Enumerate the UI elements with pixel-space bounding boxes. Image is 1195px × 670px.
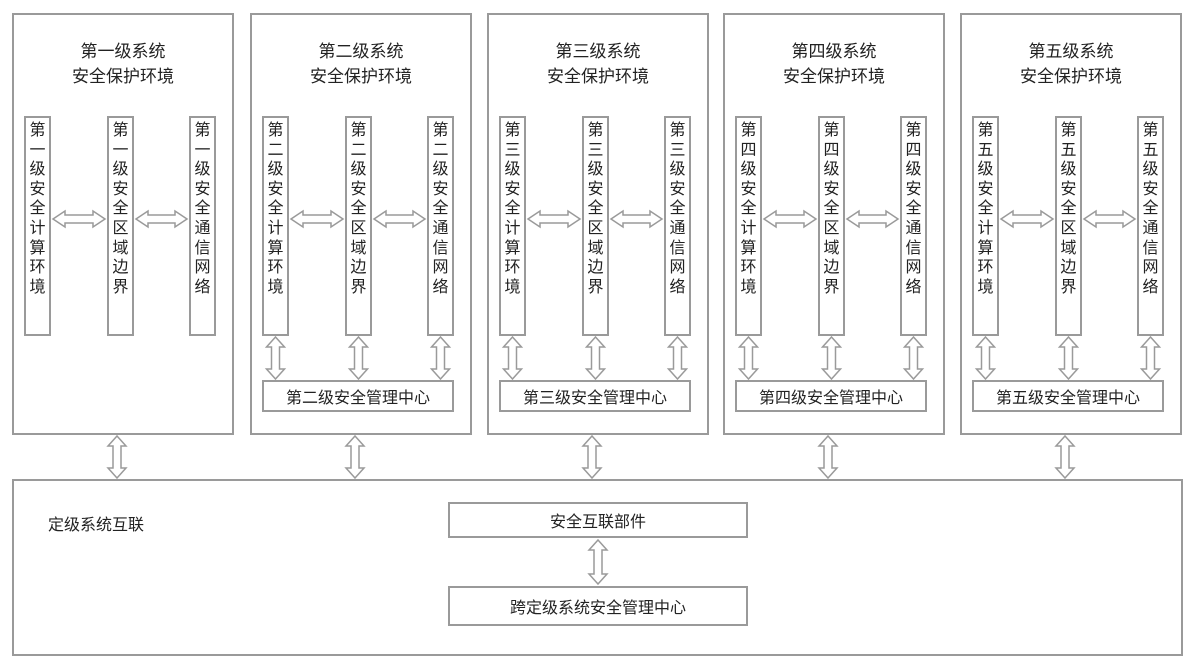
bidirectional-arrow-to-interconnect <box>106 434 128 480</box>
communication-network-bar: 第五级安全通信网络 <box>1137 116 1164 336</box>
panel-title-line2: 安全保护环境 <box>1020 67 1122 87</box>
panel-title-line2: 安全保护环境 <box>310 67 412 87</box>
bidirectional-arrow-to-mgmt <box>264 335 287 381</box>
security-management-center: 第四级安全管理中心 <box>735 380 927 412</box>
bidirectional-arrow-to-mgmt <box>347 335 370 381</box>
compute-environment-bar: 第二级安全计算环境 <box>262 116 289 336</box>
compute-environment-bar: 第一级安全计算环境 <box>24 116 51 336</box>
bidirectional-arrow-to-mgmt <box>737 335 760 381</box>
security-management-center: 第五级安全管理中心 <box>972 380 1164 412</box>
panel-title-line2: 安全保护环境 <box>72 67 174 87</box>
bidirectional-arrow-to-mgmt <box>501 335 524 381</box>
bidirectional-arrow-compute-boundary <box>762 209 818 229</box>
panel-title-line2: 安全保护环境 <box>783 67 885 87</box>
bidirectional-arrow-to-mgmt <box>820 335 843 381</box>
bidirectional-arrow-compute-boundary <box>526 209 582 229</box>
bidirectional-arrow-boundary-network <box>1082 209 1137 229</box>
communication-network-bar: 第二级安全通信网络 <box>427 116 454 336</box>
bidirectional-arrow-to-mgmt <box>584 335 607 381</box>
bidirectional-arrow-boundary-network <box>372 209 427 229</box>
communication-network-bar: 第三级安全通信网络 <box>664 116 691 336</box>
compute-environment-bar: 第五级安全计算环境 <box>972 116 999 336</box>
bidirectional-arrow-compute-boundary <box>999 209 1055 229</box>
bidirectional-arrow-to-interconnect <box>581 434 603 480</box>
compute-environment-bar: 第四级安全计算环境 <box>735 116 762 336</box>
communication-network-bar: 第四级安全通信网络 <box>900 116 927 336</box>
compute-environment-bar: 第三级安全计算环境 <box>499 116 526 336</box>
region-boundary-bar: 第四级安全区域边界 <box>818 116 845 336</box>
panel-title-line1: 第五级系统 <box>1028 42 1114 62</box>
security-management-center: 第二级安全管理中心 <box>262 380 454 412</box>
bidirectional-arrow-to-mgmt <box>1139 335 1162 381</box>
bidirectional-arrow-compute-boundary <box>289 209 345 229</box>
bidirectional-arrow-boundary-network <box>845 209 900 229</box>
bidirectional-arrow-component-to-cross-mgmt <box>587 538 609 586</box>
region-boundary-bar: 第三级安全区域边界 <box>582 116 609 336</box>
interconnect-label: 定级系统互联 <box>48 515 145 534</box>
region-boundary-bar: 第五级安全区域边界 <box>1055 116 1082 336</box>
panel-title-line1: 第二级系统 <box>318 42 404 62</box>
bidirectional-arrow-boundary-network <box>134 209 189 229</box>
bidirectional-arrow-to-mgmt <box>429 335 452 381</box>
bidirectional-arrow-to-interconnect <box>1054 434 1076 480</box>
security-management-center: 第三级安全管理中心 <box>499 380 691 412</box>
panel-title-line1: 第三级系统 <box>555 42 641 62</box>
bidirectional-arrow-to-interconnect <box>817 434 839 480</box>
panel-title-line2: 安全保护环境 <box>547 67 649 87</box>
bidirectional-arrow-to-interconnect <box>344 434 366 480</box>
region-boundary-bar: 第一级安全区域边界 <box>107 116 134 336</box>
bidirectional-arrow-boundary-network <box>609 209 664 229</box>
region-boundary-bar: 第二级安全区域边界 <box>345 116 372 336</box>
bidirectional-arrow-to-mgmt <box>902 335 925 381</box>
cross-system-management-center: 跨定级系统安全管理中心 <box>448 586 748 626</box>
bidirectional-arrow-to-mgmt <box>666 335 689 381</box>
panel-title-line1: 第四级系统 <box>791 42 877 62</box>
bidirectional-arrow-to-mgmt <box>974 335 997 381</box>
panel-title-line1: 第一级系统 <box>80 42 166 62</box>
bidirectional-arrow-compute-boundary <box>51 209 107 229</box>
security-interconnect-component: 安全互联部件 <box>448 502 748 538</box>
communication-network-bar: 第一级安全通信网络 <box>189 116 216 336</box>
bidirectional-arrow-to-mgmt <box>1057 335 1080 381</box>
